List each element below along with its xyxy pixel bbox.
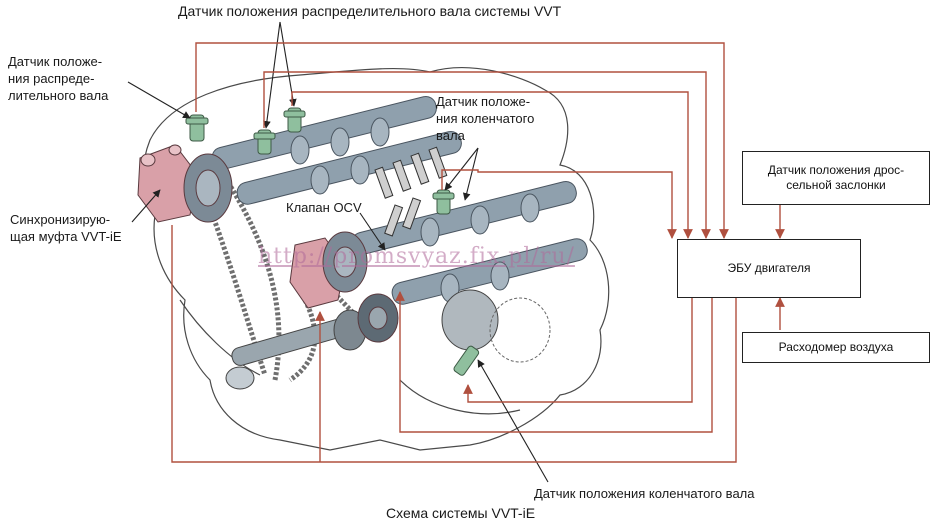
crank-sensor-lower	[453, 345, 480, 376]
label-cam-sensor-line-2: ния распреде-	[8, 70, 108, 87]
label-ocv-valve: Клапан OCV	[286, 199, 362, 216]
throttle-position-sensor-box: Датчик положения дрос- сельной заслонки	[742, 151, 930, 205]
label-crank-sensor-top-line-2: ния коленчатого	[436, 110, 534, 127]
label-cam-sensor-line-1: Датчик положе-	[8, 53, 108, 70]
ecu-label: ЭБУ двигателя	[728, 261, 811, 276]
label-crank-sensor-top: Датчик положе- ния коленчатого вала	[436, 93, 534, 144]
label-crank-sensor-top-line-1: Датчик положе-	[436, 93, 534, 110]
label-vvt-ie-coupling: Синхронизирую- щая муфта VVT-iE	[10, 211, 122, 245]
label-cam-sensor: Датчик положе- ния распреде- лительного …	[8, 53, 108, 104]
label-crank-sensor-top-line-3: вала	[436, 127, 534, 144]
label-crank-sensor-bottom: Датчик положения коленчатого вала	[534, 485, 755, 502]
ecu-box: ЭБУ двигателя	[677, 239, 861, 298]
watermark: http://promsvyaz.fix.pl/ru/	[258, 244, 575, 269]
vvt-ie-coupling	[138, 145, 232, 222]
throttle-box-line-2: сельной заслонки	[768, 178, 904, 193]
label-vvt-cam-sensor: Датчик положения распределительного вала…	[178, 3, 561, 20]
label-cam-sensor-line-3: лительного вала	[8, 87, 108, 104]
throttle-box-line-1: Датчик положения дрос-	[768, 163, 904, 178]
label-vvt-ie-coupling-line-1: Синхронизирую-	[10, 211, 122, 228]
label-vvt-ie-coupling-line-2: щая муфта VVT-iE	[10, 228, 122, 245]
air-flow-meter-label: Расходомер воздуха	[779, 340, 894, 355]
air-flow-meter-box: Расходомер воздуха	[742, 332, 930, 363]
diagram-caption: Схема системы VVT-iE	[386, 505, 535, 522]
camshaft-sensor-left	[186, 115, 208, 141]
